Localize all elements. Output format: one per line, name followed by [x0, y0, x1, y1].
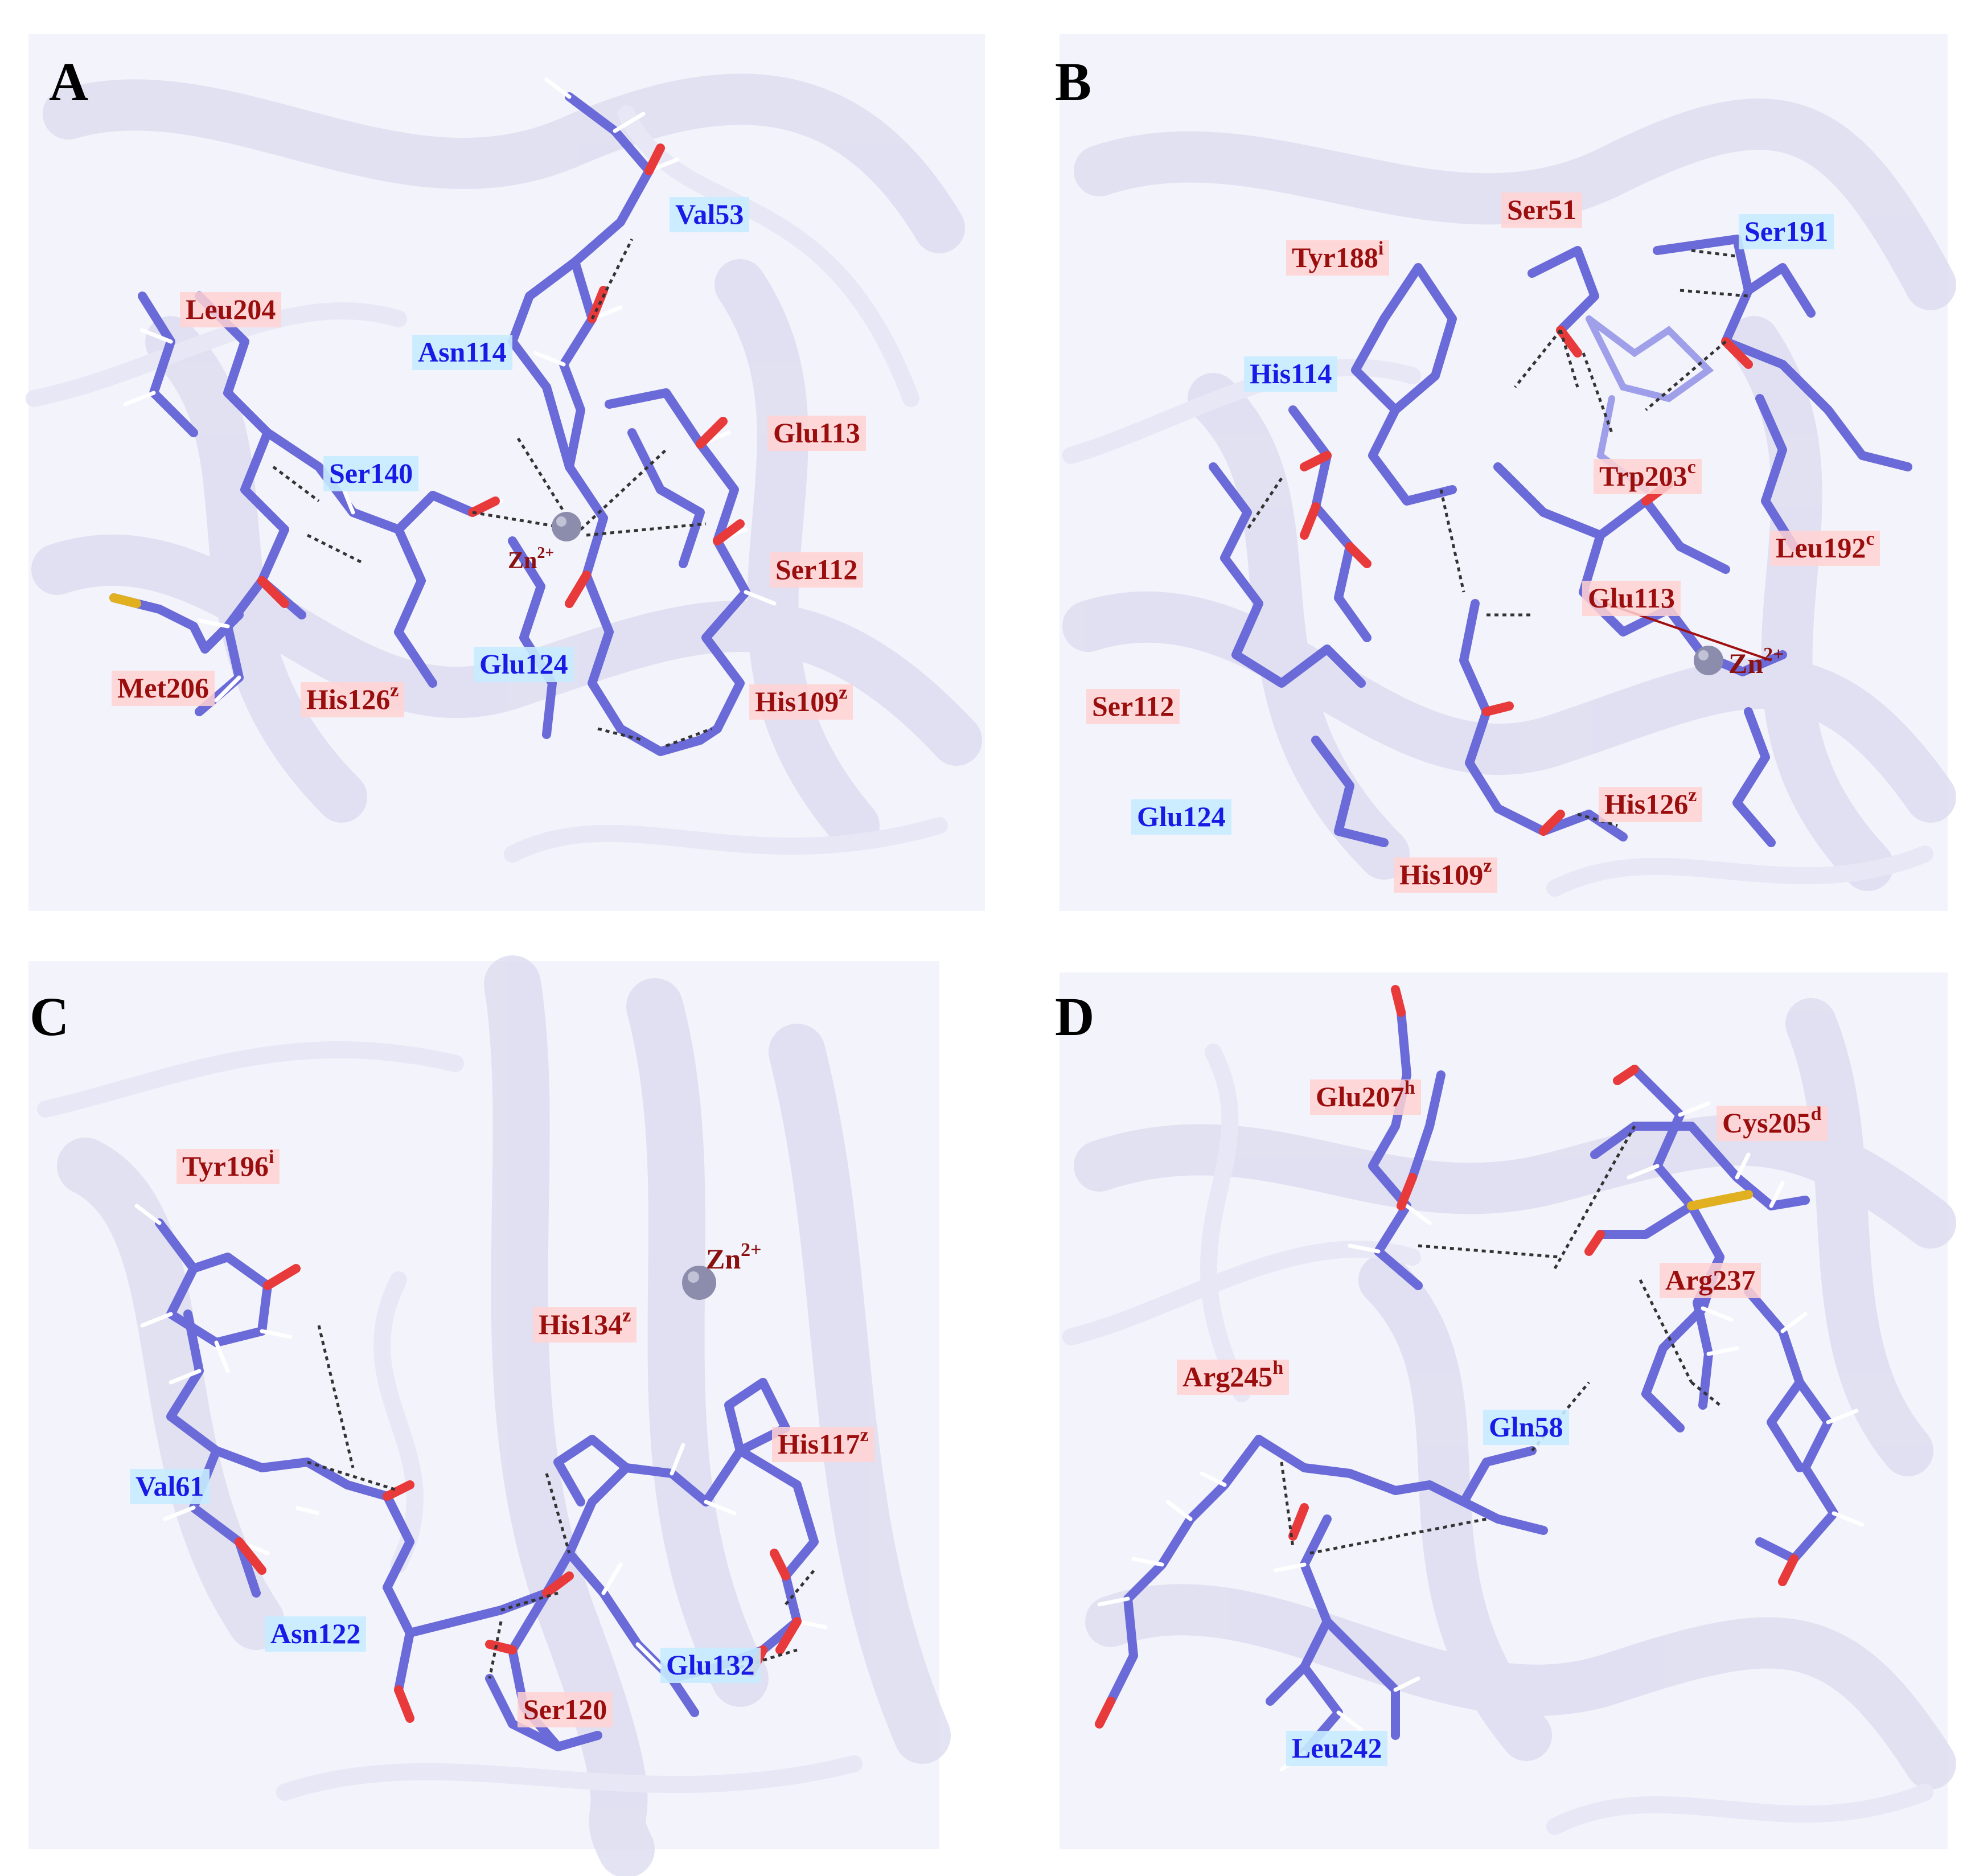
panel-c-structure — [28, 955, 951, 1876]
residue-label: Glu132 — [660, 1648, 761, 1683]
residue-label: His109z — [749, 683, 853, 720]
residue-label: Leu192c — [1770, 529, 1880, 566]
residue-label: Met206 — [112, 671, 215, 706]
ion-charge: 2+ — [1763, 644, 1784, 665]
residue-label: Arg237 — [1660, 1263, 1761, 1298]
residue-label: Ser191 — [1739, 214, 1834, 249]
residue-label: Trp203c — [1594, 458, 1702, 494]
panel-letter: A — [49, 51, 89, 112]
panel-letter: C — [30, 986, 69, 1047]
residue-label: Glu113 — [767, 416, 866, 451]
residue-label: Leu242 — [1286, 1731, 1388, 1766]
ion-charge: 2+ — [537, 544, 555, 562]
zinc-ion-label: Zn2+ — [508, 545, 554, 574]
residue-label: Gln58 — [1483, 1410, 1569, 1445]
residue-label: His126z — [301, 681, 405, 717]
residue-label: Tyr188i — [1286, 239, 1390, 276]
panel-letter: D — [1055, 986, 1095, 1047]
panel-d-structure — [1060, 972, 1956, 1849]
panel-b-structure — [1060, 34, 1956, 911]
residue-label: Ser112 — [770, 552, 864, 588]
residue-label: Ser140 — [323, 456, 419, 491]
residue-label: Ser120 — [518, 1692, 613, 1727]
residue-label: Val61 — [130, 1469, 210, 1504]
residue-label: His134z — [533, 1306, 637, 1343]
residue-label: Arg245h — [1177, 1358, 1290, 1395]
panel-a-structure — [26, 34, 985, 911]
residue-label: Asn114 — [412, 335, 512, 370]
panel-letter: B — [1055, 51, 1092, 112]
residue-label: His126z — [1599, 786, 1703, 822]
residue-label: Leu204 — [180, 292, 282, 327]
residue-label: His114 — [1244, 356, 1338, 392]
ion-charge: 2+ — [741, 1239, 762, 1261]
zinc-ion-label: Zn2+ — [706, 1241, 762, 1275]
residue-label: Glu124 — [1131, 799, 1231, 835]
residue-label: Glu207h — [1310, 1078, 1421, 1115]
panel-c: C Zn2+ Tyr196i His134z His117z Val61 Asn… — [0, 938, 986, 1876]
panel-b: B Zn2+ Ser51 Ser191 Tyr188i His114 Trp20… — [986, 0, 1971, 938]
residue-label: Tyr196i — [176, 1148, 280, 1184]
ion-base: Zn — [706, 1243, 741, 1275]
ion-base: Zn — [1728, 647, 1764, 679]
panel-a: A Zn2+ Leu204 Val53 Asn114 Glu113 Ser140… — [0, 0, 986, 938]
residue-label: Val53 — [670, 197, 750, 232]
residue-label: Ser51 — [1501, 192, 1583, 228]
residue-label: Cys205d — [1717, 1105, 1828, 1141]
residue-label: Asn122 — [265, 1616, 367, 1652]
residue-label: His117z — [772, 1426, 874, 1462]
panel-d: D Glu207h Cys205d Arg237 Arg245h Gln58 L… — [986, 938, 1971, 1876]
residue-label: Ser112 — [1086, 689, 1180, 724]
residue-label: Glu113 — [1582, 581, 1681, 616]
residue-label: His109z — [1394, 856, 1498, 893]
ion-base: Zn — [508, 548, 537, 574]
residue-label: Glu124 — [474, 647, 574, 682]
zinc-ion-label: Zn2+ — [1728, 645, 1784, 679]
